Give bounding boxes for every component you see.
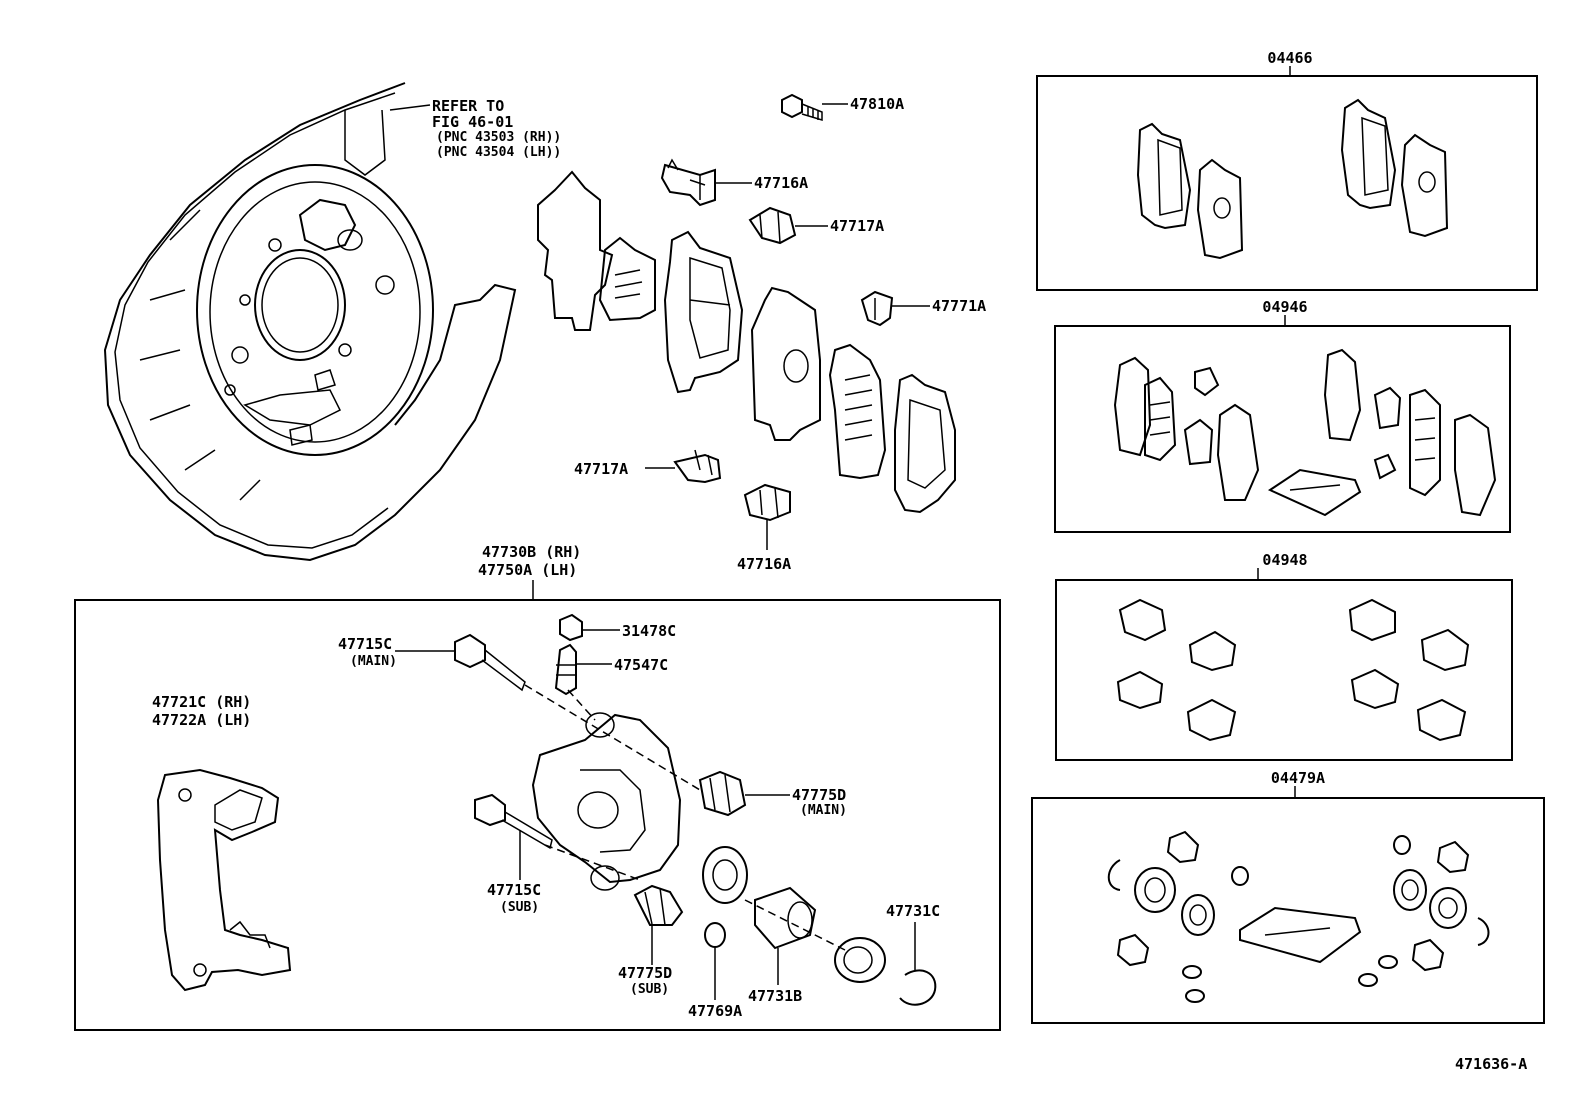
kit-label-04479A[interactable]: 04479A <box>1270 769 1326 787</box>
clip-47771A-drawing <box>860 290 930 327</box>
cap-47769A-drawing <box>704 922 726 1000</box>
refer-note-line4: (PNC 43504 (LH)) <box>436 145 562 160</box>
kit-04946-box <box>1054 325 1511 533</box>
boot-47775D-main-drawing <box>698 770 790 817</box>
part-label-47769A[interactable]: 47769A <box>688 1002 743 1020</box>
kit-04948-clips-drawing <box>1116 598 1470 742</box>
clip-47717A-low-drawing <box>645 449 722 484</box>
part-label-47716A-low[interactable]: 47716A <box>737 555 792 573</box>
bolt-31478C-drawing <box>559 613 620 642</box>
part-label-47717A-low[interactable]: 47717A <box>574 460 629 478</box>
part-label-47771A[interactable]: 47771A <box>932 297 987 315</box>
guide-pin-main-drawing <box>395 633 526 692</box>
refer-note-line1: REFER TO <box>432 97 505 115</box>
bolt-47810A-drawing <box>781 93 848 122</box>
brake-pad-set-drawing <box>537 170 956 514</box>
part-label-47775D-sub[interactable]: 47775D <box>618 964 673 982</box>
boot-47775D-sub-drawing <box>633 884 684 965</box>
part-label-47716A-top[interactable]: 47716A <box>754 174 809 192</box>
figure-id: 471636-A <box>1455 1055 1528 1073</box>
assembly-dashed-lines <box>524 684 846 951</box>
part-label-47810A[interactable]: 47810A <box>850 95 905 113</box>
caliper-body-drawing <box>531 712 682 891</box>
part-label-31478C[interactable]: 31478C <box>622 622 677 640</box>
part-label-47715C-sub-sub: (SUB) <box>500 900 540 915</box>
kit-label-04466[interactable]: 04466 <box>1267 49 1313 67</box>
part-label-mounting-rh[interactable]: 47721C (RH) <box>152 693 252 711</box>
refer-note-line2: FIG 46-01 <box>432 113 514 131</box>
kit-04946-parts-drawing <box>1113 348 1497 517</box>
piston-47731B-drawing <box>754 886 817 985</box>
caliper-assembly-box <box>74 599 1001 1031</box>
part-label-47731C[interactable]: 47731C <box>886 902 941 920</box>
clip-47716A-low-drawing <box>743 483 791 550</box>
part-label-47715C-sub[interactable]: 47715C <box>487 881 542 899</box>
piston-boot-drawing <box>834 937 886 983</box>
part-label-47775D-main[interactable]: 47775D <box>792 786 847 804</box>
kit-label-04946[interactable]: 04946 <box>1262 298 1308 316</box>
part-label-47547C[interactable]: 47547C <box>614 656 669 674</box>
part-label-47775D-sub-sub: (SUB) <box>630 982 670 997</box>
clip-47716A-top-drawing <box>660 158 752 207</box>
caliper-mounting-drawing <box>156 768 292 992</box>
kit-04466-box <box>1036 75 1538 291</box>
kit-04479A-box <box>1031 797 1545 1024</box>
kit-04948-box <box>1055 579 1513 761</box>
guide-pin-sub-drawing <box>474 793 553 880</box>
part-label-47731B[interactable]: 47731B <box>748 987 803 1005</box>
seal-ring-drawing <box>702 846 748 904</box>
kit-04466-pads-drawing <box>1136 98 1449 260</box>
clip-47717A-top-drawing <box>748 206 828 245</box>
backing-plate-drawing <box>103 82 517 562</box>
part-label-47715C-main[interactable]: 47715C <box>338 635 393 653</box>
snap-ring-47731C-drawing <box>899 922 937 1006</box>
refer-note-line3: (PNC 43503 (RH)) <box>436 130 562 145</box>
part-label-caliper-rh[interactable]: 47730B (RH) <box>482 543 582 561</box>
part-label-47717A-top[interactable]: 47717A <box>830 217 885 235</box>
kit-label-04948[interactable]: 04948 <box>1262 551 1308 569</box>
part-label-mounting-lh[interactable]: 47722A (LH) <box>152 711 252 729</box>
bleeder-47547C-drawing <box>554 643 612 696</box>
part-label-47715C-main-sub: (MAIN) <box>350 654 397 669</box>
part-label-caliper-lh[interactable]: 47750A (LH) <box>478 561 578 579</box>
part-label-47775D-main-sub: (MAIN) <box>800 803 847 818</box>
kit-04479A-seals-drawing <box>1107 830 1490 1003</box>
